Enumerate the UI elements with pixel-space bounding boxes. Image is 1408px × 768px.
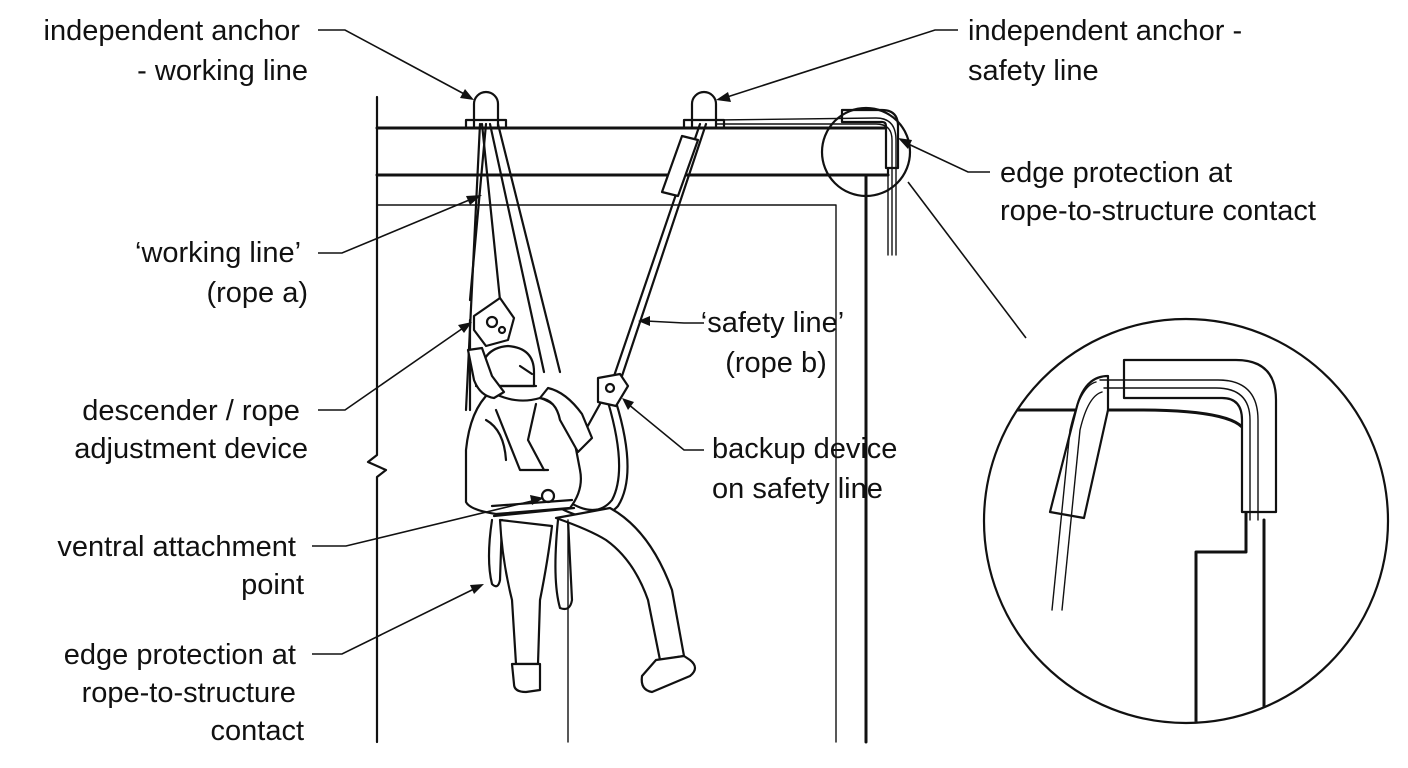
label-backup-device: backup device on safety line [712,433,905,505]
label-anchor-working: independent anchor - working line [44,15,308,87]
magnified-corner-detail [820,106,1390,725]
rope-access-worker [464,344,697,743]
label-edge-protection-bottom: edge protection at rope-to-structure con… [64,639,304,747]
label-descender: descender / rope adjustment device [74,395,308,465]
label-working-line: ‘working line’ (rope a) [135,237,308,309]
safety-line-rope [558,122,708,519]
leader-lines [312,29,990,655]
anchor-safety-line [682,90,726,130]
building-structure [366,95,890,744]
label-edge-protection-top: edge protection at rope-to-structure con… [1000,157,1316,227]
labels: independent anchor - working line indepe… [44,15,1316,747]
edge-protection-top [715,108,900,256]
label-safety-line: ‘safety line’ (rope b) [701,307,851,379]
working-line-ropes [464,122,562,412]
label-anchor-safety: independent anchor - safety line [968,15,1250,87]
anchor-working-line [464,90,508,130]
label-ventral: ventral attachment point [57,531,304,601]
